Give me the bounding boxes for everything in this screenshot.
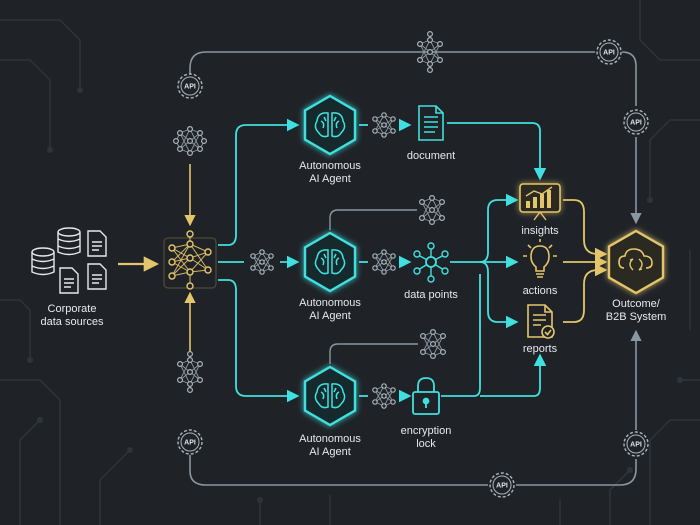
agent-mid-label: Autonomous AI Agent	[299, 297, 361, 322]
agent-connectors	[218, 118, 547, 403]
outcome-connectors	[563, 199, 608, 323]
api-label: API	[630, 442, 642, 449]
agent-top-label: Autonomous AI Agent	[299, 160, 361, 185]
neural-network-icon	[250, 249, 274, 275]
encryption-lock-label: encryption lock	[400, 425, 452, 450]
outcome-label: Outcome/ B2B System	[605, 298, 667, 323]
api-label: API	[184, 440, 196, 447]
neural-network-icon	[372, 249, 396, 275]
report-icon	[527, 304, 555, 339]
api-gear-icon: API	[489, 472, 515, 498]
api-label: API	[630, 120, 642, 127]
outcome-cloud-icon	[607, 229, 665, 295]
api-gear-icon: API	[623, 109, 649, 135]
reports-label: reports	[522, 343, 558, 355]
api-gear-icon: API	[623, 431, 649, 457]
sources-label: Corporate data sources	[40, 303, 104, 328]
document-icon	[59, 267, 79, 294]
document-icon	[87, 230, 107, 257]
document-icon	[418, 105, 444, 141]
lock-icon	[412, 377, 440, 415]
database-icon	[57, 227, 81, 256]
document-label: document	[406, 150, 456, 162]
neural-network-icon	[177, 351, 204, 394]
data-points-icon	[413, 242, 449, 283]
ai-agent-brain-icon	[303, 231, 357, 293]
corporate-data-sources-icon	[31, 227, 107, 294]
insights-label: insights	[521, 225, 559, 237]
neural-network-hub-icon	[163, 230, 217, 290]
api-label: API	[496, 483, 508, 490]
neural-network-icon	[372, 112, 396, 138]
api-gear-icon: API	[177, 429, 203, 455]
neural-network-icon	[419, 195, 446, 226]
document-icon	[87, 263, 107, 290]
api-loop-lines	[184, 51, 642, 486]
api-label: API	[603, 50, 615, 57]
api-gear-icon: API	[596, 39, 622, 65]
ai-agent-brain-icon	[303, 365, 357, 427]
database-icon	[31, 247, 55, 276]
lightbulb-icon	[523, 239, 557, 278]
api-label: API	[184, 84, 196, 91]
neural-network-icon	[420, 329, 447, 360]
neural-network-icon	[173, 126, 208, 157]
ai-agent-brain-icon	[303, 94, 357, 156]
actions-label: actions	[522, 285, 558, 297]
neural-network-icon	[417, 31, 444, 74]
data-points-label: data points	[404, 289, 458, 301]
neural-network-icon	[372, 383, 396, 409]
api-gear-icon: API	[177, 73, 203, 99]
agent-bot-label: Autonomous AI Agent	[299, 433, 361, 458]
insights-chart-icon	[519, 183, 561, 221]
